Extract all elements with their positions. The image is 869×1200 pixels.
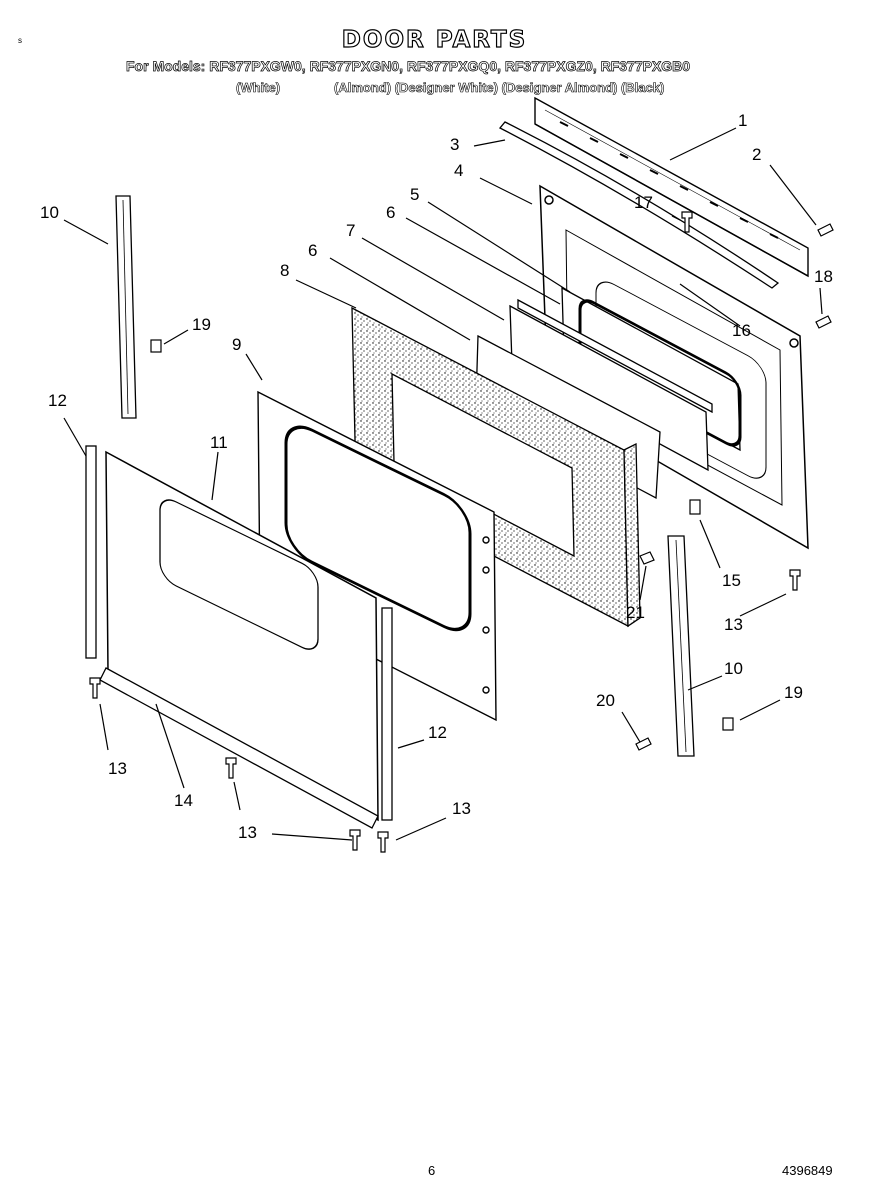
part-14-bottom-trim (99, 667, 379, 829)
callout-3: 3 (450, 135, 459, 154)
part-20-screw (635, 737, 652, 751)
part-8-insulation (351, 306, 641, 628)
callout-16: 16 (732, 321, 751, 340)
part-11-outer-door-panel (105, 450, 379, 822)
callout-19-left: 19 (192, 315, 211, 334)
part-10-hinge-right (667, 535, 695, 757)
callout-1: 1 (738, 111, 747, 130)
models-line: For Models: RF377PXGW0, RF377PXGN0, RF37… (126, 58, 691, 75)
callout-18: 18 (814, 267, 833, 286)
callout-8: 8 (280, 261, 289, 280)
part-13-screw-e (789, 569, 801, 591)
callout-13-lower-right: 13 (452, 799, 471, 818)
callout-2: 2 (752, 145, 761, 164)
callout-12-left: 12 (48, 391, 67, 410)
callout-14: 14 (174, 791, 193, 810)
leader-lines (63, 127, 823, 841)
callout-10-left: 10 (40, 203, 59, 222)
page-number: 6 (428, 1163, 436, 1178)
color-white: (White) (236, 80, 281, 96)
part-3-seal-strip (498, 121, 780, 289)
callout-20: 20 (596, 691, 615, 710)
part-19-clip-left (150, 339, 162, 353)
part-12-side-trim-right (381, 607, 393, 821)
callout-19-right: 19 (784, 683, 803, 702)
part-9-door-frame (257, 390, 497, 722)
part-10-hinge-left (115, 195, 137, 419)
part-1-door-vent-trim (534, 96, 809, 278)
callout-5: 5 (410, 185, 419, 204)
part-number: 4396849 (782, 1163, 833, 1178)
callout-13-right: 13 (724, 615, 743, 634)
callout-6-upper: 6 (386, 203, 395, 222)
part-21-screw (639, 551, 655, 565)
part-2-screw (817, 223, 834, 237)
part-13-screw-a (89, 677, 101, 699)
part-12-side-trim-left (85, 445, 97, 659)
callout-12-right: 12 (428, 723, 447, 742)
part-19-clip-right (722, 717, 734, 731)
part-13-screw-d (377, 831, 389, 853)
callout-labels: 1 2 3 4 5 6 6 7 8 9 10 10 11 12 12 13 13… (40, 111, 833, 842)
part-15-clip (689, 499, 701, 515)
callout-6-lower: 6 (308, 241, 317, 260)
part-13-screw-b (225, 757, 237, 779)
color-others: (Almond) (Designer White) (Designer Almo… (334, 80, 665, 96)
callout-13-bottom: 13 (238, 823, 257, 842)
callout-9: 9 (232, 335, 241, 354)
part-fasteners (89, 211, 834, 853)
part-6-glass-rack-back (509, 298, 713, 472)
callout-15: 15 (722, 571, 741, 590)
callout-13-left: 13 (108, 759, 127, 778)
part-18-screw (815, 315, 832, 329)
callout-7: 7 (346, 221, 355, 240)
callout-17: 17 (634, 193, 653, 212)
callout-10-right: 10 (724, 659, 743, 678)
callout-4: 4 (454, 161, 463, 180)
callout-21: 21 (626, 603, 645, 622)
callout-11: 11 (210, 433, 228, 452)
corner-mark: s (18, 36, 22, 45)
page-title: DOOR PARTS (341, 26, 528, 53)
part-13-screw-c (349, 829, 361, 851)
part-17-screw (681, 211, 693, 233)
